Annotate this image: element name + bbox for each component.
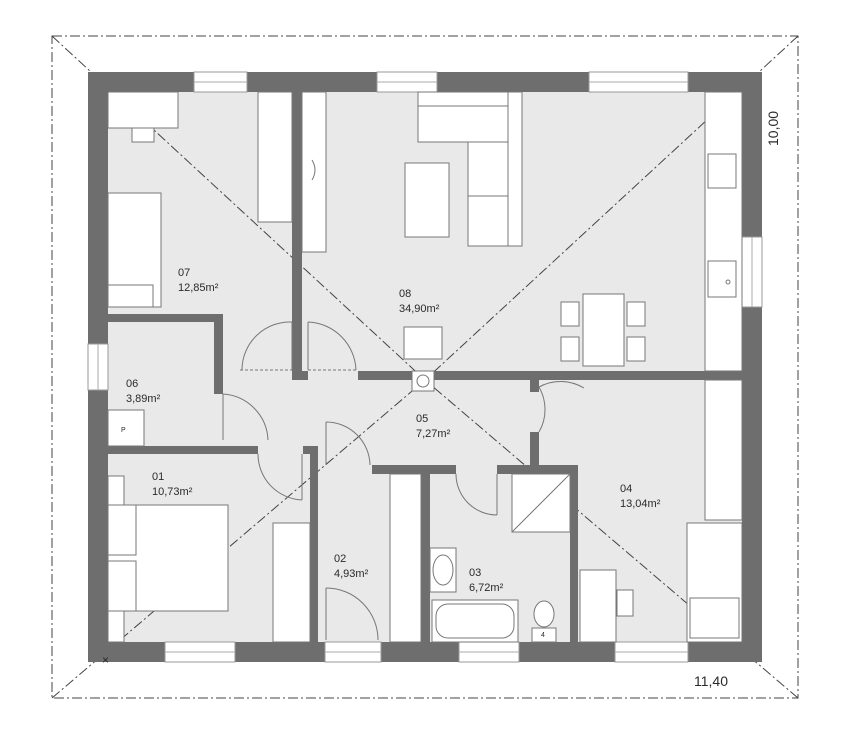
pantry-mark: P <box>121 427 126 434</box>
sink <box>707 260 737 298</box>
doors <box>222 321 585 641</box>
toilet-mark: 4 <box>541 632 545 639</box>
chair <box>131 127 155 143</box>
room-08-area: 34,90m² <box>399 303 440 315</box>
room-02-area: 4,93m² <box>334 568 369 580</box>
furniture <box>107 91 743 643</box>
height-dimension: 10,00 <box>765 111 781 146</box>
room-04-number: 04 <box>620 483 632 495</box>
desk <box>107 91 179 129</box>
room-03-number: 03 <box>469 567 481 579</box>
chair <box>616 589 634 617</box>
pantry-shelf <box>107 409 145 447</box>
closet <box>389 473 422 643</box>
corner-mark: × <box>102 653 109 667</box>
room-02-number: 02 <box>334 553 346 565</box>
room-03-area: 6,72m² <box>469 582 504 594</box>
wardrobe <box>704 379 743 521</box>
room-04-area: 13,04m² <box>620 498 661 510</box>
kitchen-counter <box>704 91 743 372</box>
room-01-number: 01 <box>152 471 164 483</box>
exterior-walls <box>88 72 762 662</box>
width-dimension: 11,40 <box>694 673 728 689</box>
roof-hip-line <box>424 35 799 381</box>
dining-table <box>582 293 625 367</box>
room-07-area: 12,85m² <box>178 282 219 294</box>
toilet <box>531 627 557 643</box>
side-table <box>403 326 443 360</box>
room-06-area: 3,89m² <box>126 393 161 405</box>
desk <box>579 569 617 643</box>
room-05-number: 05 <box>416 413 428 425</box>
stove <box>707 153 737 189</box>
room-01-area: 10,73m² <box>152 486 193 498</box>
wardrobe <box>301 91 327 253</box>
coffee-table <box>404 162 450 238</box>
room-06-number: 06 <box>126 378 138 390</box>
wardrobe <box>257 91 293 223</box>
room-05-area: 7,27m² <box>416 428 451 440</box>
room-07-number: 07 <box>178 267 190 279</box>
interior-walls <box>108 92 742 642</box>
roof-overhang <box>51 35 799 699</box>
wardrobe <box>272 522 311 643</box>
room-08-number: 08 <box>399 288 411 300</box>
windows <box>87 71 763 663</box>
chimney <box>411 370 435 392</box>
roof-hip-line <box>51 35 426 381</box>
